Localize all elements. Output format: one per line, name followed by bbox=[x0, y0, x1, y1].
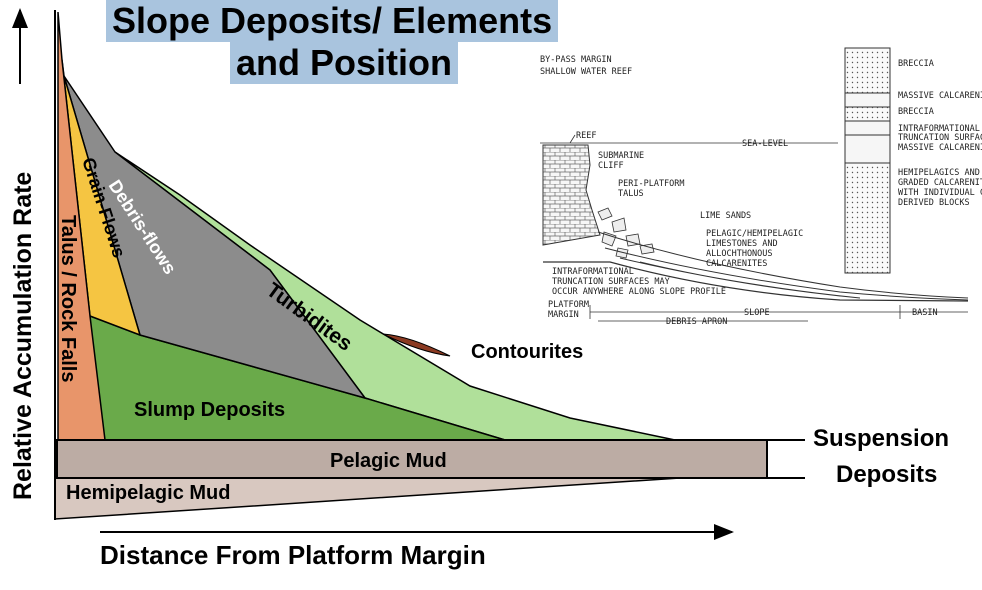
slope-sketch-label: SLOPE bbox=[744, 308, 770, 318]
sketch-header-2: SHALLOW WATER REEF bbox=[540, 67, 632, 77]
intraformational-label-2: TRUNCATION SURFACES MAY bbox=[552, 277, 670, 287]
lime-sands-label: LIME SANDS bbox=[700, 211, 751, 221]
debris-apron-label: DEBRIS APRON bbox=[666, 317, 727, 327]
strat-column-hemipelagics bbox=[844, 162, 891, 274]
pelagic-label-4: CALCARENITES bbox=[706, 259, 767, 269]
bypass-margin-sketch: BY-PASS MARGIN SHALLOW WATER REEF SEA-LE… bbox=[528, 40, 982, 327]
submarine-cliff-label-1: SUBMARINE bbox=[598, 151, 644, 161]
intraformational-label-1: INTRAFORMATIONAL bbox=[552, 267, 634, 277]
strat-column-breccia-top bbox=[844, 47, 891, 94]
column-label-hemi-3: WITH INDIVIDUAL CLIFF- bbox=[898, 188, 982, 198]
pelagic-label-2: LIMESTONES AND bbox=[706, 239, 778, 249]
column-label-intraf-2: TRUNCATION SURFACE bbox=[898, 133, 982, 143]
column-label-hemi-2: GRADED CALCARENITES bbox=[898, 178, 982, 188]
submarine-cliff-label-2: CLIFF bbox=[598, 161, 624, 171]
sketch-header-1: BY-PASS MARGIN bbox=[540, 55, 612, 65]
platform-margin-label-1: PLATFORM bbox=[548, 300, 589, 310]
platform-margin-label-2: MARGIN bbox=[548, 310, 579, 320]
peri-platform-label-2: TALUS bbox=[618, 189, 644, 199]
basin-sketch-label: BASIN bbox=[912, 308, 938, 318]
pelagic-label-1: PELAGIC/HEMIPELAGIC bbox=[706, 229, 803, 239]
strat-column-breccia-2 bbox=[844, 106, 891, 122]
pelagic-label-3: ALLOCHTHONOUS bbox=[706, 249, 773, 259]
sea-level-label: SEA-LEVEL bbox=[742, 139, 788, 149]
peri-platform-label-1: PERI-PLATFORM bbox=[618, 179, 685, 189]
sketch-background bbox=[528, 40, 973, 325]
hemipelagic-mud-label: Hemipelagic Mud bbox=[66, 482, 230, 504]
suspension-label-line1: Suspension bbox=[813, 425, 949, 452]
y-axis-label: Relative Accumulation Rate bbox=[9, 172, 37, 500]
column-label-breccia-1: BRECCIA bbox=[898, 59, 934, 69]
strat-column-truncation bbox=[844, 120, 891, 136]
intraformational-label-3: OCCUR ANYWHERE ALONG SLOPE PROFILE bbox=[552, 287, 726, 297]
column-label-intraf-1: INTRAFORMATIONAL bbox=[898, 124, 980, 134]
column-label-breccia-2: BRECCIA bbox=[898, 107, 934, 117]
talus-label: Talus / Rock Falls bbox=[57, 215, 79, 382]
slump-deposits-label: Slump Deposits bbox=[134, 399, 285, 421]
reef-label: REEF bbox=[576, 131, 596, 141]
column-label-massive-2: MASSIVE CALCARENITES bbox=[898, 143, 982, 153]
reef-cliff bbox=[542, 144, 601, 246]
pelagic-mud-label: Pelagic Mud bbox=[330, 450, 447, 472]
column-label-hemi-1: HEMIPELAGICS AND bbox=[898, 168, 980, 178]
suspension-label-line2: Deposits bbox=[836, 461, 937, 488]
x-axis-label: Distance From Platform Margin bbox=[100, 540, 486, 570]
strat-column-massive-2 bbox=[844, 134, 891, 164]
slope-layers bbox=[597, 231, 969, 301]
talus-wedge bbox=[57, 11, 106, 441]
pelagic-mud-bar bbox=[56, 439, 768, 479]
column-label-massive-1: MASSIVE CALCARENITES bbox=[898, 91, 982, 101]
column-label-hemi-4: DERIVED BLOCKS bbox=[898, 198, 970, 208]
title-line-1: Slope Deposits/ Elements bbox=[106, 0, 559, 42]
reef-pointer bbox=[569, 134, 576, 144]
title-line-2: and Position bbox=[230, 42, 458, 84]
slope-base bbox=[543, 261, 969, 302]
contourites-label: Contourites bbox=[471, 341, 583, 363]
contourite-lens bbox=[382, 333, 451, 357]
talus-blocks bbox=[597, 207, 655, 259]
strat-column-massive-1 bbox=[844, 92, 891, 108]
